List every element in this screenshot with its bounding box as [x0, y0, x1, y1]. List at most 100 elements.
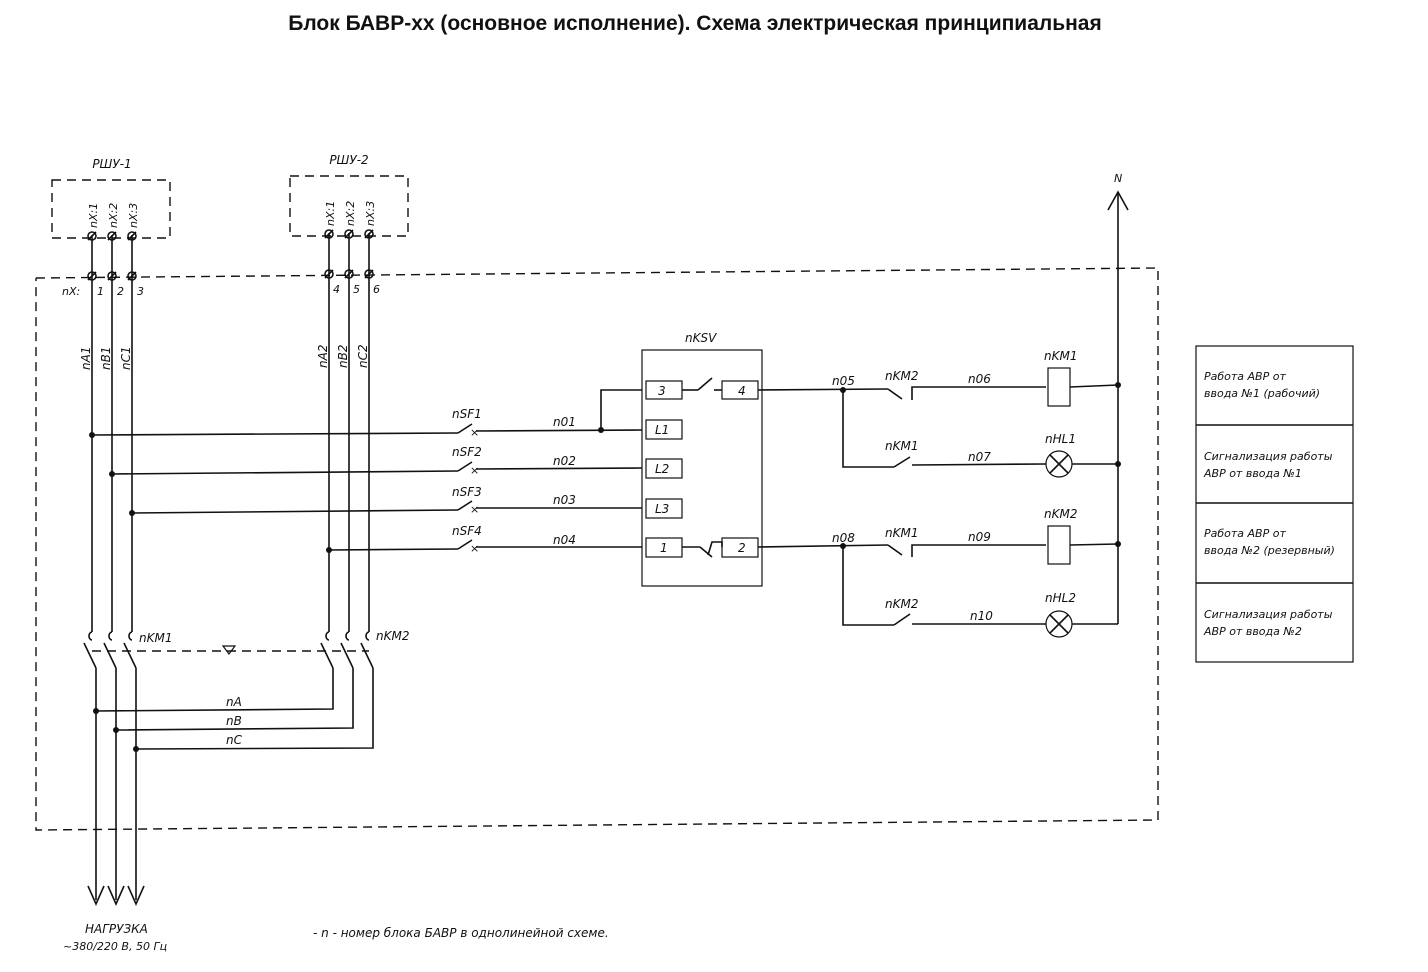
legend-row-4-line-2: АВР от ввода №2 — [1203, 625, 1302, 638]
relay-terminal-4: 4 — [738, 384, 746, 398]
wire-label-na1: nA1 — [79, 347, 93, 370]
relay-terminal-3: 3 — [658, 384, 666, 398]
relay-terminal-l1: L1 — [655, 423, 669, 437]
panel-rshu2-label: РШУ-2 — [329, 153, 368, 167]
control-labels: n05 nKM2 n06 nKM1 n07 n08 nKM1 n09 nKM2 … — [832, 369, 993, 623]
load-arrows — [87, 885, 145, 906]
wire-label-n01: n01 — [553, 415, 576, 429]
contact-nkm2-a: nKM2 — [885, 369, 918, 383]
terminal-number: 1 — [97, 285, 104, 298]
panel-rshu2-term-3: nX:3 — [364, 201, 377, 226]
terminal-symbol — [364, 229, 374, 239]
coil1-label: nKM1 — [1044, 349, 1077, 363]
breaker-labels: nSF1 nSF2 nSF3 nSF4 n01 n02 n03 n04 — [452, 407, 576, 547]
terminal-symbol — [364, 269, 374, 279]
neutral-conductor: N — [1107, 172, 1129, 624]
panel-rshu1-term-2: nX:2 — [107, 203, 120, 228]
panel-rshu1-label: РШУ-1 — [92, 157, 131, 171]
terminal-number: 3 — [137, 285, 144, 298]
contact-nkm1-a: nKM1 — [885, 439, 918, 453]
panel-rshu1-term-3: nX:3 — [127, 203, 140, 228]
wire-label-n02: n02 — [553, 454, 576, 468]
terminal-prefix: nX: — [62, 285, 80, 298]
coil-nkm1: nKM1 — [1044, 349, 1077, 407]
legend-row-4-line-1: Сигнализация работы — [1204, 608, 1333, 621]
lamp1-label: nHL1 — [1045, 432, 1076, 446]
legend-row-1-line-1: Работа АВР от — [1204, 370, 1286, 383]
legend-row-3-line-2: ввода №2 (резервный) — [1204, 544, 1335, 557]
lamp2-label: nHL2 — [1045, 591, 1076, 605]
breaker-x-mark: × — [470, 464, 479, 477]
wire-label-n07: n07 — [968, 450, 991, 464]
relay-terminal-l3: L3 — [655, 502, 669, 516]
terminal-number: 6 — [373, 283, 380, 296]
terminal-symbol — [344, 269, 354, 279]
panel-rshu2-term-2: nX:2 — [344, 201, 357, 226]
wire-label-nc1: nC1 — [119, 346, 133, 370]
terminal-symbol — [107, 231, 117, 241]
lamp-nhl1: nHL1 — [1045, 432, 1076, 478]
relay-name: nKSV — [685, 331, 717, 345]
contact-nkm2-b: nKM2 — [885, 597, 918, 611]
wire-label-nc2: nC2 — [356, 344, 370, 368]
wire-label-n08: n08 — [832, 531, 855, 545]
wire-label-na: nA — [226, 695, 242, 709]
wire-label-nc: nC — [226, 733, 243, 747]
footnote: - n - номер блока БАВР в однолинейной сх… — [313, 926, 609, 940]
breaker-branches: × × × × — [89, 389, 643, 555]
contact-nkm1-b: nKM1 — [885, 526, 918, 540]
main-contactor-nkm2: nKM2 — [376, 629, 409, 643]
terminal-symbol — [324, 229, 334, 239]
breaker-nsf1: nSF1 — [452, 407, 482, 421]
load-label: НАГРУЗКА — [85, 922, 148, 936]
legend-row-1-line-2: ввода №1 (рабочий) — [1204, 387, 1320, 400]
legend-table: Работа АВР от ввода №1 (рабочий) Сигнали… — [1195, 345, 1354, 663]
terminal-number: 2 — [117, 285, 124, 298]
relay-terminal-l2: L2 — [655, 462, 669, 476]
terminal-symbol — [344, 229, 354, 239]
control-circuits — [757, 382, 1121, 626]
panel-rshu1: РШУ-1 nX:1 nX:2 nX:3 — [51, 157, 171, 239]
terminal-symbol — [87, 231, 97, 241]
relay-terminal-1: 1 — [660, 541, 668, 555]
wire-label-n10: n10 — [970, 609, 993, 623]
terminals — [87, 229, 374, 281]
load-rating: ~380/220 В, 50 Гц — [63, 940, 167, 953]
wire-label-na2: nA2 — [316, 345, 330, 368]
wire-label-nb: nB — [226, 714, 242, 728]
legend-row-2-line-1: Сигнализация работы — [1204, 450, 1333, 463]
wire-label-nb2: nB2 — [336, 345, 350, 368]
main-contactors: nKM1 nKM2 nA nB nC — [83, 629, 409, 900]
lamp-nhl2: nHL2 — [1045, 591, 1076, 638]
legend-row-3-line-1: Работа АВР от — [1204, 527, 1286, 540]
block-outline — [35, 267, 1159, 831]
wire-label-n05: n05 — [832, 374, 855, 388]
terminal-symbol — [107, 271, 117, 281]
phase-conductors — [91, 233, 370, 632]
terminal-number: 4 — [333, 283, 340, 296]
terminal-symbol — [127, 231, 137, 241]
relay-terminal-2: 2 — [738, 541, 746, 555]
wire-label-n06: n06 — [968, 372, 991, 386]
coil-nkm2: nKM2 — [1044, 507, 1077, 565]
terminal-symbol — [324, 269, 334, 279]
neutral-label: N — [1114, 172, 1122, 185]
breaker-nsf3: nSF3 — [452, 485, 482, 499]
panel-rshu2: РШУ-2 nX:1 nX:2 nX:3 — [289, 153, 409, 237]
wire-label-n03: n03 — [553, 493, 576, 507]
terminal-symbol — [127, 271, 137, 281]
breaker-nsf4: nSF4 — [452, 524, 482, 538]
breaker-x-mark: × — [470, 542, 479, 555]
wire-label-n04: n04 — [553, 533, 576, 547]
breaker-x-mark: × — [470, 503, 479, 516]
terminal-block-numbers: nX: 1 2 3 4 5 6 — [62, 283, 380, 298]
panel-rshu1-term-1: nX:1 — [87, 203, 100, 228]
relay-nksv: nKSV 3 4 L1 L2 L3 1 2 — [641, 331, 763, 587]
panel-rshu2-term-1: nX:1 — [324, 201, 337, 226]
terminal-number: 5 — [353, 283, 360, 296]
main-contactor-nkm1: nKM1 — [139, 631, 172, 645]
wire-label-nb1: nB1 — [99, 347, 113, 370]
legend-row-2-line-2: АВР от ввода №1 — [1203, 467, 1302, 480]
diagram-title: Блок БАВР-хх (основное исполнение). Схем… — [288, 12, 1102, 35]
